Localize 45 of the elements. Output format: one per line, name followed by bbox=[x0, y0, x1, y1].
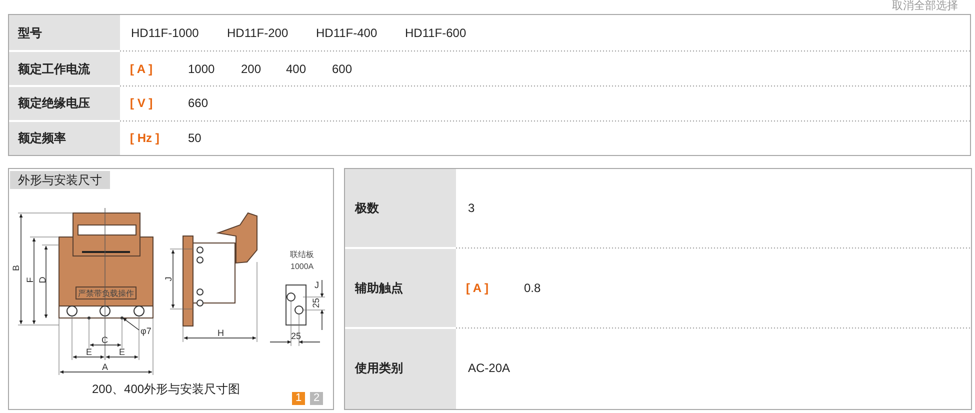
row-header: 使用类别 bbox=[355, 360, 403, 376]
value-text: HD11F-400 bbox=[316, 25, 378, 41]
dimension-label: E bbox=[119, 347, 126, 357]
dimension-label: B bbox=[11, 265, 21, 271]
value-text: 1000 bbox=[188, 61, 215, 77]
dimension-label: A bbox=[102, 362, 108, 372]
dimension-label: E bbox=[86, 347, 92, 357]
plate-caption: 联结板 bbox=[290, 250, 314, 258]
value-text: 600 bbox=[332, 61, 352, 77]
warning-plate-text: 严禁带负载操作 bbox=[78, 288, 134, 298]
row-header: 额定频率 bbox=[18, 130, 66, 146]
row-header: 额定绝缘电压 bbox=[18, 95, 90, 111]
unit-label: [ A ] bbox=[466, 280, 488, 296]
dimension-label: F bbox=[24, 277, 35, 283]
dimension-label: J bbox=[162, 276, 173, 282]
dimension-label: D bbox=[36, 276, 47, 284]
unit-label: [ Hz ] bbox=[130, 130, 160, 146]
value-text: HD11F-600 bbox=[405, 25, 466, 41]
value-text: 0.8 bbox=[524, 280, 541, 296]
value-text: AC-20A bbox=[468, 360, 510, 376]
plate-caption: 1000A bbox=[290, 262, 314, 270]
dimension-label: φ7 bbox=[140, 326, 152, 336]
dimension-label: J bbox=[314, 280, 319, 290]
row-header: 辅助触点 bbox=[355, 280, 403, 296]
dimension-label: C bbox=[102, 335, 108, 345]
value-text: 50 bbox=[188, 130, 202, 146]
value-text: HD11F-1000 bbox=[131, 25, 199, 41]
value-text: 660 bbox=[188, 95, 208, 111]
page-button: 1 bbox=[292, 392, 305, 404]
unit-label: [ A ] bbox=[130, 61, 152, 77]
figure-caption: 200、400外形与安装尺寸图 bbox=[92, 381, 240, 397]
deselect-all-link: 取消全部选择 bbox=[892, 0, 958, 14]
value-text: 400 bbox=[286, 61, 306, 77]
value-text: 200 bbox=[241, 61, 262, 77]
unit-label: [ V ] bbox=[130, 95, 153, 111]
row-header: 型号 bbox=[18, 25, 42, 41]
row-header: 额定工作电流 bbox=[18, 61, 90, 77]
value-text: HD11F-200 bbox=[227, 25, 288, 41]
page-button: 2 bbox=[310, 392, 323, 404]
section-tab-heading: 外形与安装尺寸 bbox=[10, 171, 110, 189]
row-header: 极数 bbox=[355, 200, 379, 216]
dimension-label: 25 bbox=[311, 298, 321, 308]
dimension-label: H bbox=[218, 328, 224, 338]
dimension-label: 25 bbox=[291, 331, 302, 341]
value-text: 3 bbox=[468, 200, 475, 216]
